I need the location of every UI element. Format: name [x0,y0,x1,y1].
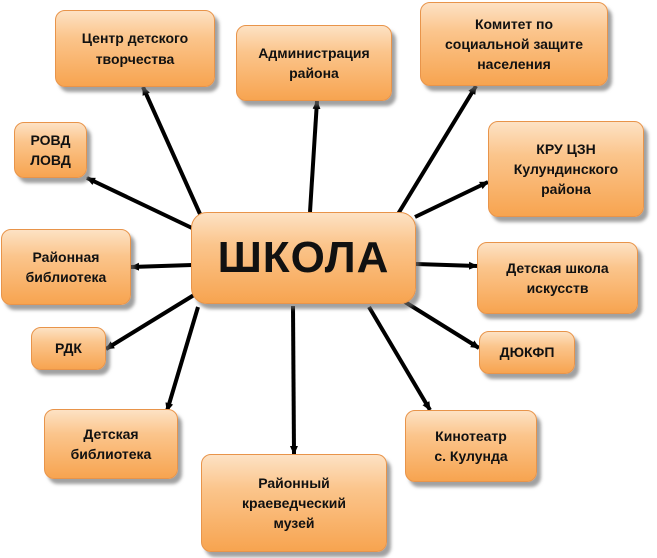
arrow-to-social [396,84,478,216]
arrow-to-museum [289,305,298,455]
arrow-to-cinema [367,305,432,412]
node-police: РОВД ЛОВД [14,122,87,178]
school-center-node: ШКОЛА [191,212,416,304]
node-kru: КРУ ЦЗН Кулундинского района [488,121,644,217]
node-museum: Районный краеведческий музей [201,454,387,552]
node-kids-library: Детская библиотека [44,409,178,479]
node-dyukfp: ДЮКФП [479,331,575,374]
arrow-to-admin [308,100,321,213]
arrow-to-kids-library [165,306,200,412]
arrow-to-art-center [141,86,202,215]
node-social: Комитет по социальной защите населения [420,2,608,86]
arrow-to-dyukfp [403,300,481,350]
node-art-school: Детская школа искусств [477,242,638,314]
arrow-to-rdk [104,293,196,351]
arrow-to-kru [414,180,489,219]
arrow-to-art-school [415,261,478,270]
arrow-to-police [86,176,193,230]
node-art-center: Центр детского творчества [55,10,215,87]
node-rdk: РДК [31,327,106,370]
arrow-to-library [130,262,193,271]
node-admin: Администрация района [236,25,392,101]
node-cinema: Кинотеатр с. Кулунда [405,410,537,482]
node-library: Районная библиотека [1,229,131,305]
